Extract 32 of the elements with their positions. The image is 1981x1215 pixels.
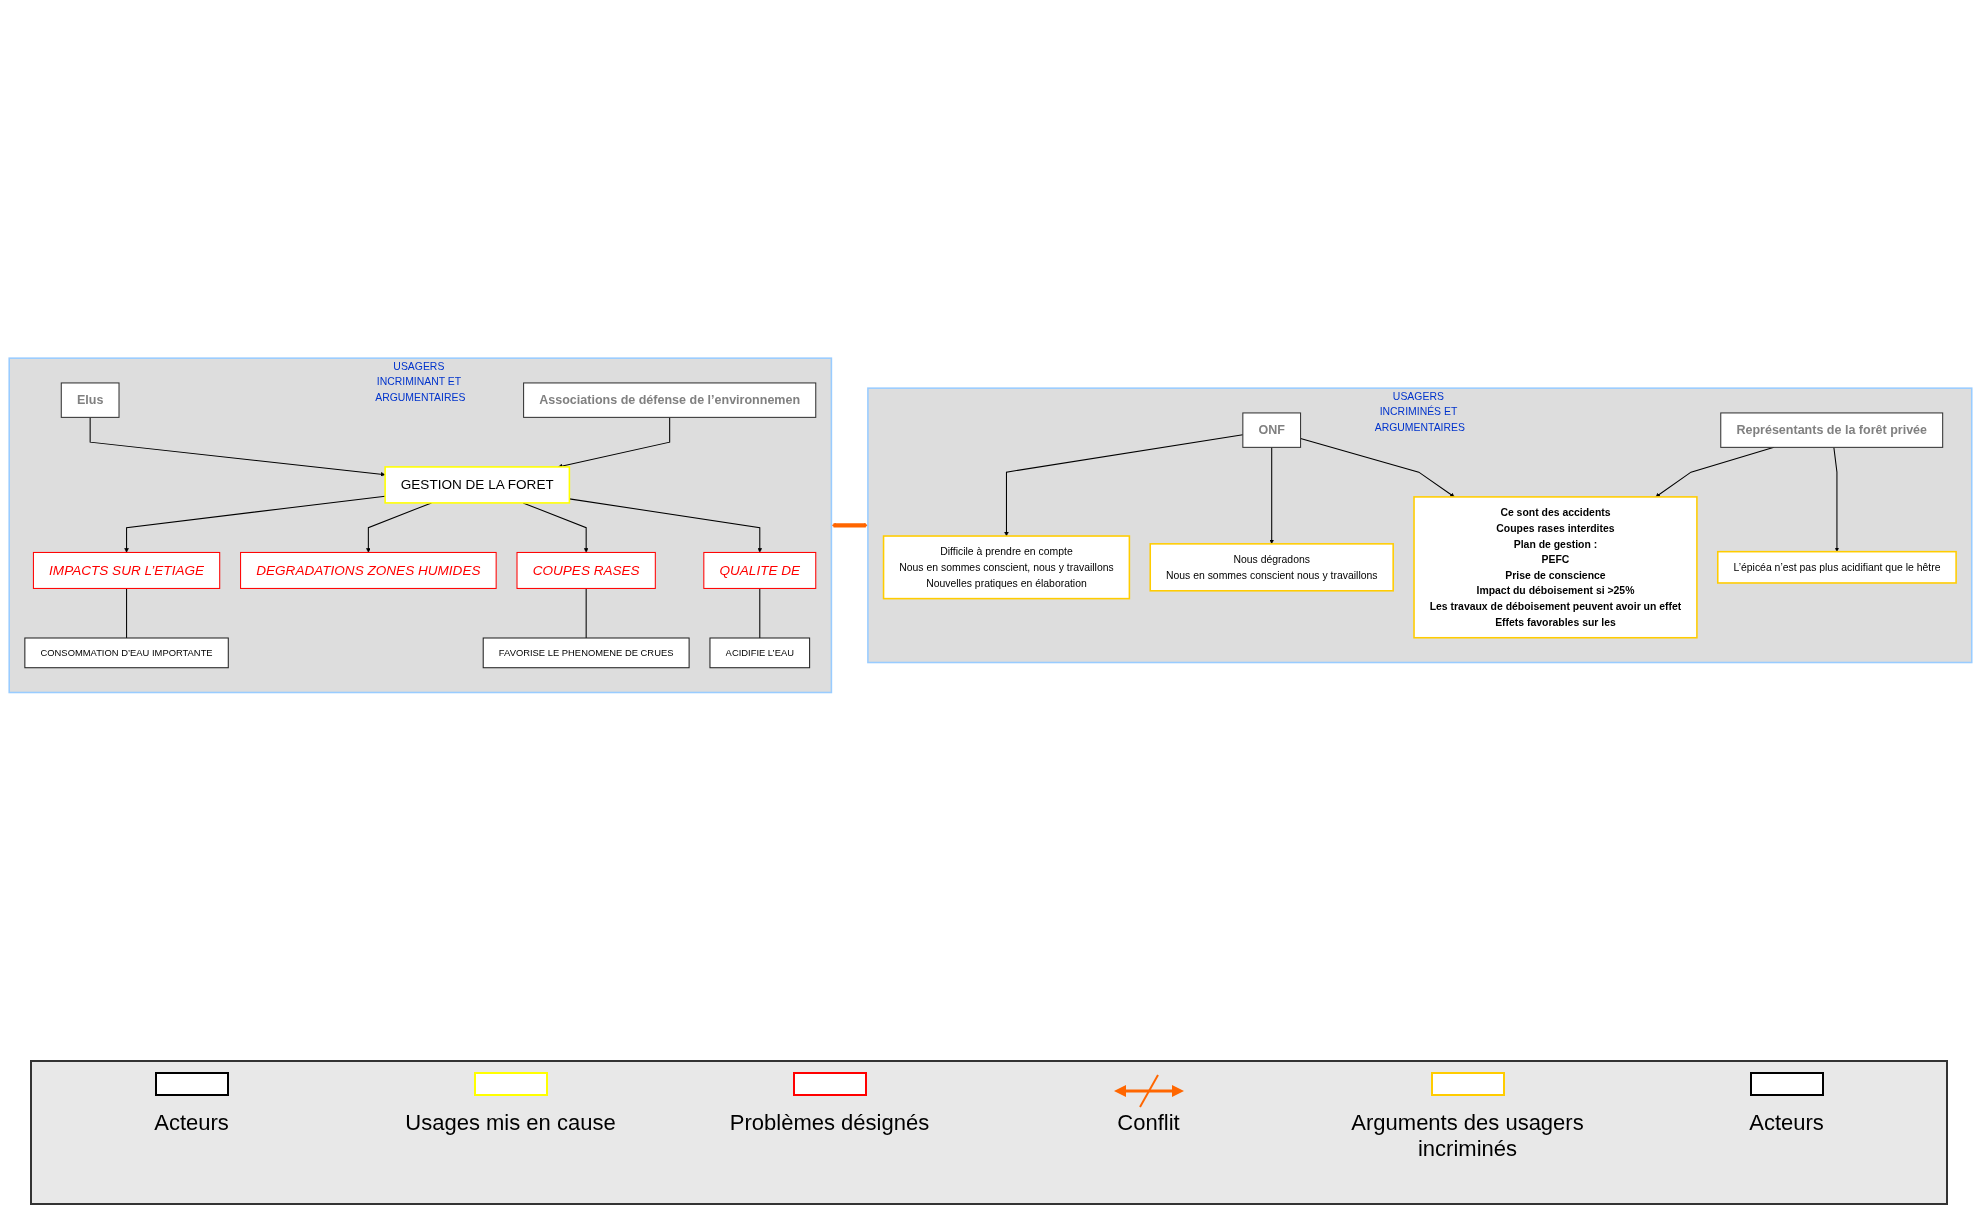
legend-label: Problèmes désignés (729, 1110, 930, 1136)
node-box: QUALITE DE (703, 551, 817, 589)
legend-label: Arguments des usagers incriminés (1350, 1110, 1585, 1162)
connector (585, 587, 587, 639)
arrow (124, 495, 386, 553)
arrow (1300, 437, 1455, 497)
arrow (558, 416, 671, 468)
arrow (1269, 446, 1274, 544)
node-box: CONSOMMATION D’EAU IMPORTANTE (24, 637, 229, 668)
node-box: Elus (60, 382, 120, 418)
arrow (1833, 446, 1840, 552)
node-box: DEGRADATIONS ZONES HUMIDES (240, 551, 497, 589)
arrow (366, 502, 432, 553)
connector (759, 587, 761, 639)
node-box: ACIDIFIE L’EAU (709, 637, 811, 668)
legend-label: Acteurs (154, 1110, 229, 1136)
legend-label: Acteurs (1749, 1110, 1824, 1136)
node-box: Associations de défense de l’environnemen (523, 382, 817, 418)
connector (126, 587, 128, 639)
node-box: IMPACTS SUR L’ETIAGE (32, 551, 221, 589)
node-box: Ce sont des accidents Coupes rases interdites Plan de gestion : PEFC Prise de conscience Impact du déboisement si >25% Les travaux de déboisement peuvent avoir un effet Effets favorables sur les (1413, 495, 1698, 639)
node-box: FAVORISE LE PHENOMENE DE CRUES (482, 637, 690, 668)
legend-label: Usages mis en cause (405, 1110, 616, 1136)
node-box: Nous dégradons Nous en sommes conscient nous y travaillons (1149, 542, 1394, 592)
node-box: Représentants de la forêt privée (1720, 412, 1944, 448)
node-box: L’épicéa n’est pas plus acidifiant que le hêtre (1717, 550, 1957, 584)
node-box: ONF (1242, 412, 1302, 448)
node-box: COUPES RASES (516, 551, 656, 589)
arrow (89, 416, 386, 477)
legend-label: Conflit (1117, 1110, 1180, 1136)
node-box: GESTION DE LA FORET (384, 465, 571, 504)
node-box: Difficile à prendre en compte Nous en sommes conscient, nous y travaillons Nouvelles pratiques en élaboration (882, 534, 1131, 600)
